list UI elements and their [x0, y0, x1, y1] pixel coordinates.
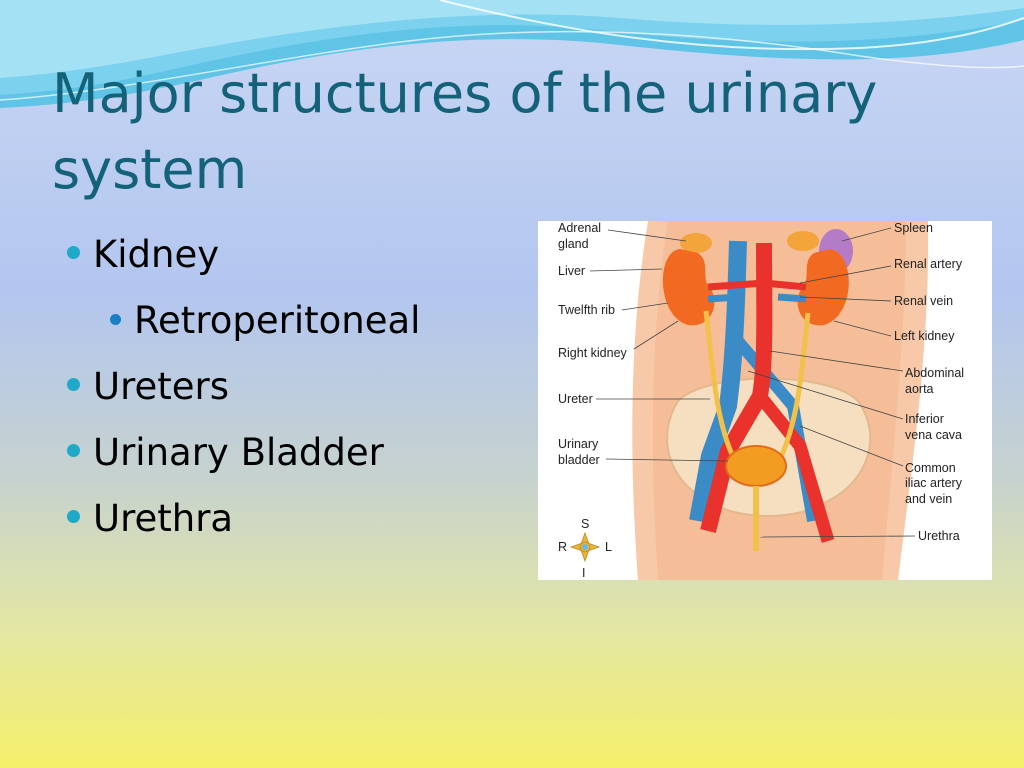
urinary-bladder — [725, 445, 787, 487]
slide-title: Major structures of the urinary system — [52, 62, 878, 201]
label-inferior-vena-cava: Inferior — [905, 412, 944, 426]
left-kidney — [797, 249, 849, 326]
right-kidney — [662, 249, 715, 326]
label-right-kidney: Right kidney — [558, 346, 628, 360]
bullet-dot-icon — [67, 378, 80, 391]
bullet-text: Retroperitoneal — [134, 299, 421, 342]
label-inferior-vena-cava-line2: vena cava — [905, 428, 962, 442]
sub-bullet-item: Retroperitoneal — [64, 288, 504, 354]
label-spleen: Spleen — [894, 221, 933, 235]
adrenal-gland — [787, 231, 819, 251]
label-twelfth-rib: Twelfth rib — [558, 303, 615, 317]
bullet-dot-icon — [67, 510, 80, 523]
label-abdominal-aorta-line2: aorta — [905, 382, 934, 396]
bullet-item: Ureters — [64, 354, 504, 420]
renal-artery — [707, 279, 807, 291]
bullet-item: Urethra — [64, 486, 504, 552]
label-urethra: Urethra — [918, 529, 960, 543]
bullet-dot-icon — [67, 246, 80, 259]
label-adrenal-gland: Adrenal — [558, 221, 601, 235]
bullet-text: Kidney — [93, 233, 220, 276]
urinary-system-diagram: S I R L Adrenal gland Liver Twelfth rib … — [538, 221, 992, 580]
compass-icon — [569, 531, 601, 563]
label-left-kidney: Left kidney — [894, 329, 955, 343]
bullet-item: Kidney — [64, 222, 504, 288]
bullet-text: Urinary Bladder — [93, 431, 384, 474]
compass-superior-label: S — [581, 517, 589, 531]
label-common-iliac: Common — [905, 461, 956, 475]
bullet-dot-icon — [110, 314, 121, 325]
label-common-iliac-line3: and vein — [905, 492, 952, 506]
label-urinary-bladder-line2: bladder — [558, 453, 600, 467]
bullet-dot-icon — [67, 444, 80, 457]
bullet-text: Urethra — [93, 497, 234, 540]
compass-left-label: L — [605, 540, 612, 554]
label-renal-artery: Renal artery — [894, 257, 963, 271]
adrenal-gland — [680, 233, 712, 253]
label-adrenal-gland-line2: gland — [558, 237, 589, 251]
label-liver: Liver — [558, 264, 585, 278]
label-urinary-bladder: Urinary — [558, 437, 599, 451]
renal-vein — [707, 293, 807, 303]
ureter — [703, 310, 737, 461]
label-common-iliac-line2: iliac artery — [905, 476, 963, 490]
bullet-list: Kidney Retroperitoneal Ureters Urinary B… — [64, 222, 504, 552]
label-abdominal-aorta: Abdominal — [905, 366, 964, 380]
label-ureter: Ureter — [558, 392, 593, 406]
abdominal-aorta — [700, 242, 773, 533]
ureter — [777, 312, 811, 461]
bullet-text: Ureters — [93, 365, 230, 408]
bullet-item: Urinary Bladder — [64, 420, 504, 486]
header-wave-decoration — [0, 0, 1024, 108]
compass-right-label: R — [558, 540, 567, 554]
compass-inferior-label: I — [582, 566, 585, 580]
label-renal-vein: Renal vein — [894, 294, 953, 308]
